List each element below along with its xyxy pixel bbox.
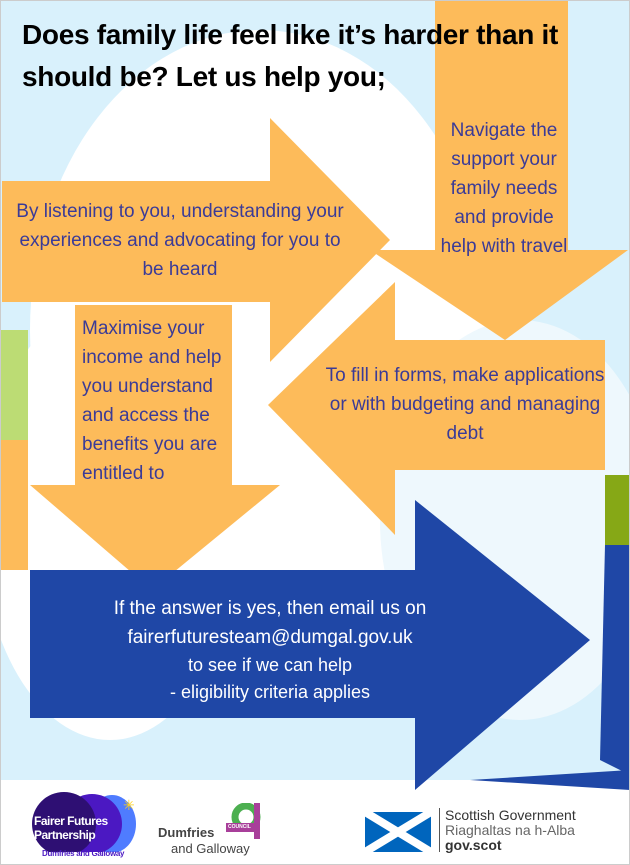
sun-icon: ✳ xyxy=(123,797,135,813)
cta-text: If the answer is yes, then email us on f… xyxy=(40,594,500,706)
page-title: Does family life feel like it’s harder t… xyxy=(22,19,559,92)
arrow-listening xyxy=(2,118,390,362)
arrow-forms xyxy=(268,282,605,535)
council-badge: COUNCIL xyxy=(228,824,251,830)
cta-line3: to see if we can help xyxy=(187,655,353,675)
scotgov-line2: Riaghaltas na h-Alba xyxy=(445,822,575,838)
arrow-income xyxy=(30,305,280,590)
forms-text: To fill in forms, make applications or w… xyxy=(325,365,605,444)
arrow-navigate xyxy=(370,0,628,340)
saltire-flag-icon xyxy=(365,812,431,852)
fairer-futures-logo: ✳ Fairer Futures Partnership Dumfries an… xyxy=(30,790,140,862)
council-line2: and Galloway xyxy=(171,841,250,856)
cta-line1: If the answer is yes, then email us on xyxy=(113,598,427,619)
ffp-line2: Partnership xyxy=(34,828,96,842)
listening-text: By listening to you, understanding your … xyxy=(16,201,344,280)
cta-line4: - eligibility criteria applies xyxy=(169,682,371,702)
cta-email-link[interactable]: fairerfuturesteam@dumgal.gov.uk xyxy=(127,627,413,648)
navigate-text: Navigate the support your family needs a… xyxy=(440,120,568,257)
ffp-subtitle: Dumfries and Galloway xyxy=(42,849,125,858)
income-text: Maximise your income and help you unders… xyxy=(82,318,222,484)
scotgov-link[interactable]: gov.scot xyxy=(445,837,502,853)
scotgov-line1: Scottish Government xyxy=(445,807,576,823)
council-logo: COUNCIL Dumfries and Galloway xyxy=(158,803,268,861)
scottish-government-logo: Scottish Government Riaghaltas na h-Alba… xyxy=(365,808,605,858)
council-line1: Dumfries xyxy=(158,825,215,840)
ffp-line1: Fairer Futures xyxy=(34,814,108,828)
arrow-cta xyxy=(30,500,590,790)
